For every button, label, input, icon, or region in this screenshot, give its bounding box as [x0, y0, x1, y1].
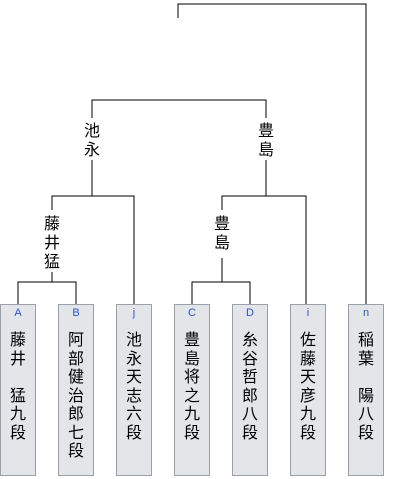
bracket-node-qf-c: 豊 島	[211, 214, 233, 252]
player-name: 阿部健治郎七段	[67, 330, 84, 460]
player-box[interactable]: n 稲葉陽八段	[348, 304, 384, 476]
qf-right-upper-line	[221, 195, 307, 304]
node-char: 池	[83, 121, 100, 140]
node-char: 永	[83, 140, 100, 159]
player-name: 稲葉陽八段	[357, 330, 374, 442]
player-box[interactable]: D 糸谷哲郎八段	[232, 304, 268, 476]
player-name: 糸谷哲郎八段	[241, 330, 258, 442]
seed-label: n	[362, 307, 370, 319]
node-char: 島	[257, 140, 274, 159]
seed-label: B	[72, 307, 80, 319]
player-box[interactable]: i 佐藤天彦九段	[290, 304, 326, 476]
bracket-node-semi-right: 豊 島	[255, 121, 277, 159]
node-char: 豊	[213, 214, 230, 233]
seed-label: D	[246, 307, 254, 319]
player-name: 池永天志六段	[125, 330, 142, 442]
seed-label: C	[188, 307, 196, 319]
player-name: 藤井猛九段	[9, 330, 26, 442]
player-box[interactable]: A 藤井猛九段	[0, 304, 36, 476]
node-char: 井	[43, 233, 60, 252]
seed-label: i	[306, 307, 310, 319]
player-box[interactable]: j 池永天志六段	[116, 304, 152, 476]
player-box[interactable]: C 豊島将之九段	[174, 304, 210, 476]
node-char: 猛	[43, 252, 60, 271]
node-char: 藤	[43, 214, 60, 233]
seed-label: j	[132, 307, 136, 319]
player-box[interactable]: B 阿部健治郎七段	[58, 304, 94, 476]
player-name: 豊島将之九段	[183, 330, 200, 442]
bracket-node-qf-a: 藤 井 猛	[41, 214, 63, 271]
seed-label: A	[14, 307, 22, 319]
r1-cd-line	[191, 281, 251, 304]
bracket-node-semi-left: 池 永	[81, 121, 103, 159]
player-name: 佐藤天彦九段	[299, 330, 316, 442]
qf-left-upper-line	[51, 195, 135, 304]
node-char: 島	[213, 233, 230, 252]
r1-ab-line	[17, 281, 77, 304]
semi-line	[91, 99, 267, 118]
node-char: 豊	[257, 121, 274, 140]
final-line	[177, 3, 367, 304]
